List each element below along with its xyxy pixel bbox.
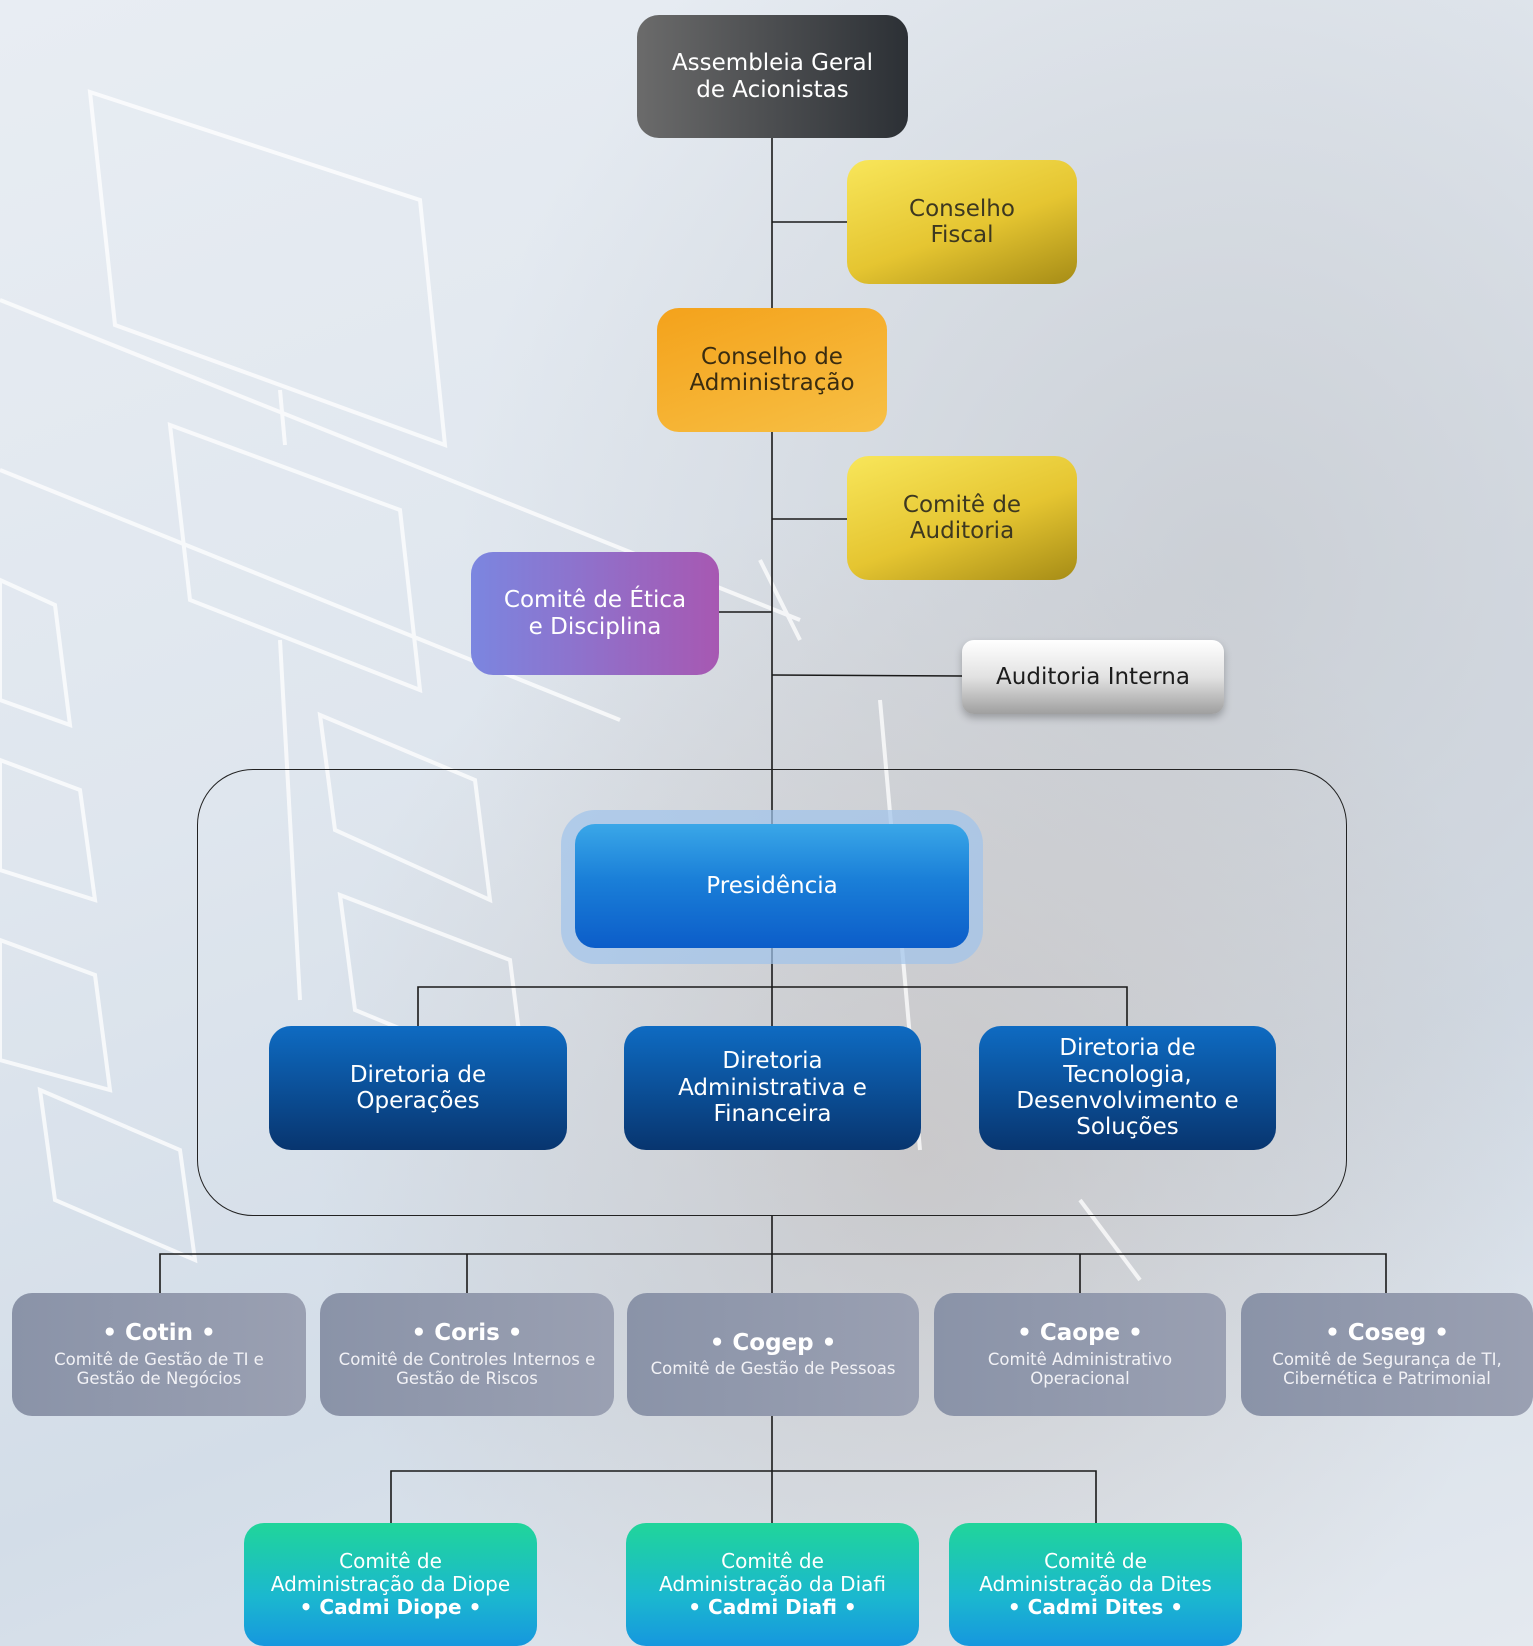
node-label-line: Auditoria Interna [996, 663, 1190, 690]
subcommittee-acronym: • Cadmi Diope • [299, 1595, 482, 1619]
committee-acronym: • Coris • [411, 1320, 523, 1347]
node-auditoria-interna: Auditoria Interna [962, 640, 1224, 714]
node-label-line: Presidência [706, 872, 838, 899]
committee-acronym: • Coseg • [1325, 1320, 1449, 1347]
committee-description: Gestão de Riscos [396, 1368, 538, 1388]
subcommittee-label: Comitê de [1044, 1549, 1147, 1573]
committee-cotin: • Cotin • Comitê de Gestão de TI e Gestã… [12, 1293, 306, 1416]
subcommittee-acronym: • Cadmi Dites • [1007, 1595, 1184, 1619]
node-comite-etica: Comitê de Ética e Disciplina [471, 552, 719, 675]
committee-description: Comitê de Gestão de Pessoas [650, 1359, 896, 1379]
committee-coseg: • Coseg • Comitê de Segurança de TI, Cib… [1241, 1293, 1533, 1416]
committee-description: Comitê de Controles Internos e [338, 1349, 596, 1369]
node-label-line: Fiscal [930, 222, 994, 248]
committee-description: Gestão de Negócios [76, 1368, 242, 1388]
subcommittee-cadmi-dites: Comitê de Administração da Dites • Cadmi… [949, 1523, 1242, 1646]
subcommittee-acronym: • Cadmi Diafi • [688, 1595, 857, 1619]
committee-caope: • Caope • Comitê Administrativo Operacio… [934, 1293, 1226, 1416]
node-conselho-fiscal: Conselho Fiscal [847, 160, 1077, 284]
node-label-line: Comitê de Ética [503, 587, 687, 614]
committee-description: Operacional [1030, 1368, 1130, 1388]
node-diretoria-administrativa: Diretoria Administrativa e Financeira [624, 1026, 921, 1150]
node-label-line: e Disciplina [528, 613, 662, 640]
node-diretoria-operacoes: Diretoria de Operações [269, 1026, 567, 1150]
committee-description: Cibernética e Patrimonial [1283, 1368, 1491, 1388]
subcommittee-label: Administração da Diafi [658, 1572, 886, 1596]
node-label-line: Operações [356, 1088, 480, 1114]
node-label-line: Auditoria [909, 518, 1015, 544]
node-label-line: Desenvolvimento e [1016, 1088, 1239, 1114]
committee-description: Comitê de Gestão de TI e [54, 1349, 264, 1369]
node-presidencia: Presidência [575, 824, 969, 948]
node-label-line: Diretoria de [1059, 1035, 1196, 1062]
node-assembleia-geral: Assembleia Geral de Acionistas [637, 15, 908, 138]
subcommittee-label: Administração da Diope [270, 1572, 511, 1596]
subcommittee-label: Administração da Dites [979, 1572, 1212, 1596]
executive-board-frame [197, 769, 1347, 1216]
node-label-line: Conselho de [701, 343, 843, 370]
committee-acronym: • Cogep • [709, 1329, 837, 1356]
node-label-line: de Acionistas [696, 76, 849, 103]
subcommittee-label: Comitê de [339, 1549, 442, 1573]
committee-description: Comitê Administrativo [987, 1349, 1173, 1369]
subcommittee-label: Comitê de [721, 1549, 824, 1573]
node-label-line: Assembleia Geral [671, 50, 874, 77]
node-comite-auditoria: Comitê de Auditoria [847, 456, 1077, 580]
subcommittee-cadmi-diope: Comitê de Administração da Diope • Cadmi… [244, 1523, 537, 1646]
committee-description: Comitê de Segurança de TI, [1272, 1349, 1502, 1369]
committee-acronym: • Cotin • [102, 1320, 216, 1347]
node-label-line: Conselho [909, 195, 1015, 222]
committee-cogep: • Cogep • Comitê de Gestão de Pessoas [627, 1293, 919, 1416]
node-label-line: Comitê de [902, 491, 1022, 518]
node-label-line: Tecnologia, [1063, 1061, 1192, 1088]
node-conselho-administracao: Conselho de Administração [657, 308, 887, 432]
node-diretoria-tecnologia: Diretoria de Tecnologia, Desenvolvimento… [979, 1026, 1276, 1150]
committee-coris: • Coris • Comitê de Controles Internos e… [320, 1293, 614, 1416]
committee-acronym: • Caope • [1017, 1320, 1143, 1347]
node-label-line: Financeira [713, 1101, 832, 1128]
node-label-line: Administrativa e [678, 1074, 867, 1101]
node-label-line: Administração [689, 370, 855, 396]
node-label-line: Diretoria [722, 1048, 823, 1075]
node-label-line: Diretoria de [349, 1061, 487, 1088]
subcommittee-cadmi-diafi: Comitê de Administração da Diafi • Cadmi… [626, 1523, 919, 1646]
node-label-line: Soluções [1076, 1114, 1179, 1141]
